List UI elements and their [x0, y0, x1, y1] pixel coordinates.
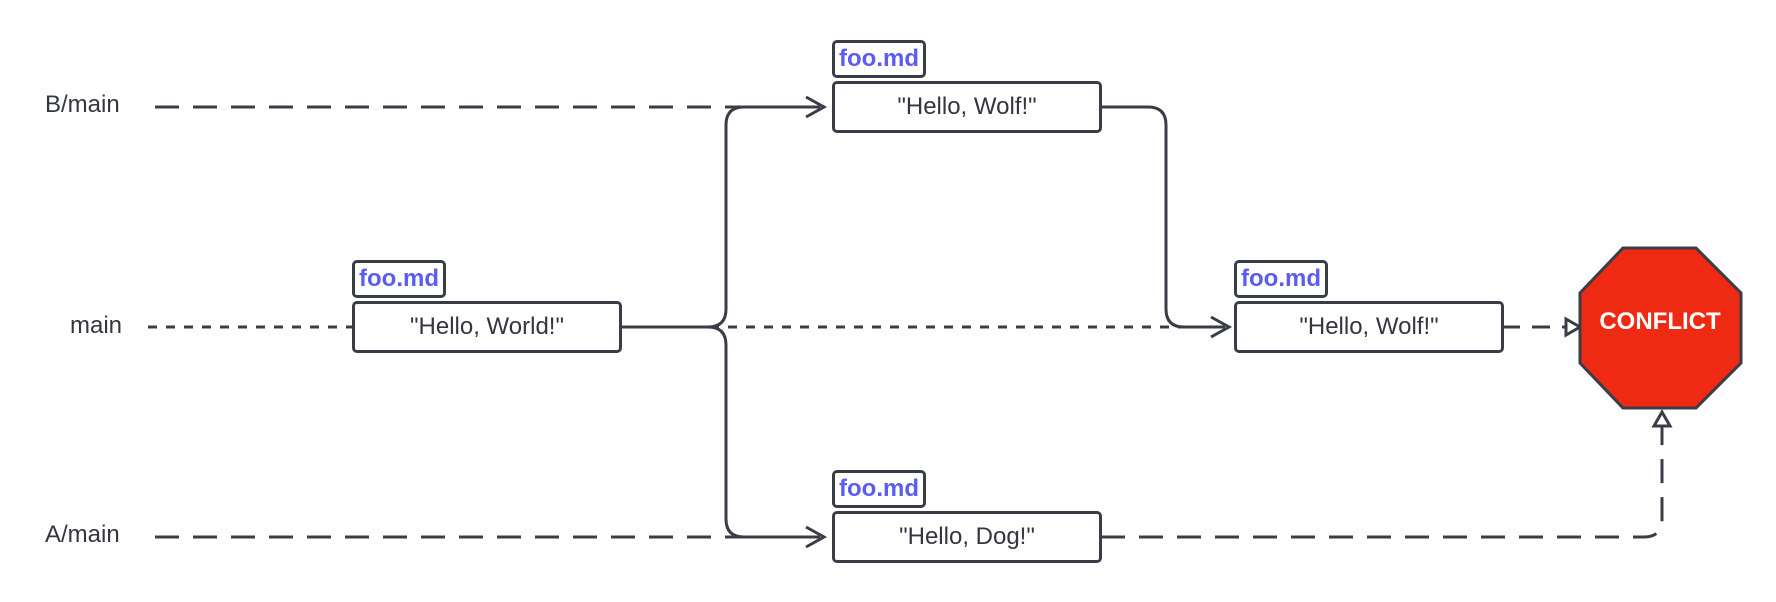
branch-label-b-main: B/main: [45, 91, 120, 118]
a-to-conflict-arrowhead: [1651, 408, 1673, 428]
merged-to-conflict-arrowhead: [1564, 316, 1584, 338]
branch-to-b-arrowhead: [805, 95, 828, 119]
origin-commit-box: "Hello, World!": [352, 301, 622, 353]
b-commit-box: "Hello, Wolf!": [832, 81, 1102, 133]
b-commit-file-tag: foo.md: [832, 40, 926, 78]
conflict-label: CONFLICT: [1599, 308, 1721, 335]
a-commit-file-tag: foo.md: [832, 470, 926, 508]
a-to-conflict-line: [1101, 426, 1664, 539]
b-commit-content: "Hello, Wolf!": [897, 93, 1037, 120]
a-commit-box: "Hello, Dog!": [832, 511, 1102, 563]
branch-label-main: main: [70, 312, 123, 339]
branch-label-a-main: A/main: [45, 521, 120, 548]
conflict-stop-sign: [1578, 246, 1743, 410]
origin-commit-content: "Hello, World!": [410, 313, 564, 340]
branch-to-a-connector: [707, 325, 820, 539]
a-commit-content: "Hello, Dog!": [899, 523, 1035, 550]
branch-to-a-arrowhead: [805, 525, 828, 549]
merged-commit-content: "Hello, Wolf!": [1299, 313, 1439, 340]
branch-to-b-connector: [620, 105, 820, 329]
merged-arrowhead: [1210, 315, 1233, 339]
merged-commit-box: "Hello, Wolf!": [1234, 301, 1504, 353]
origin-file-tag: foo.md: [352, 260, 446, 298]
merged-commit-file-tag: foo.md: [1234, 260, 1328, 298]
b-to-merged-connector: [1101, 105, 1225, 329]
